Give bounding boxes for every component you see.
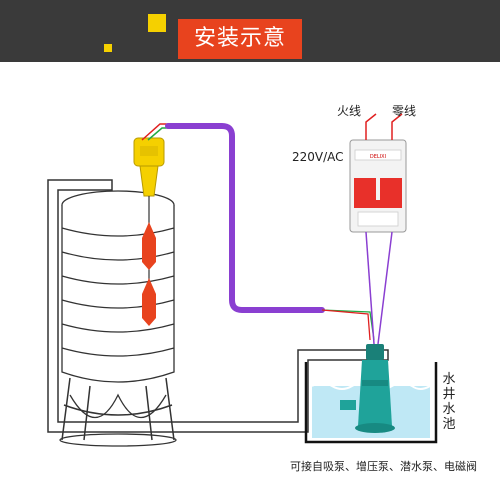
breaker-brand: DELIXI [370, 154, 386, 160]
page-title: 安装示意 [178, 19, 302, 59]
control-cable [165, 123, 325, 313]
wire-red-to-pump [321, 309, 371, 341]
circuit-breaker [349, 139, 407, 233]
submersible-pump [340, 344, 395, 433]
pool-char: 池 [442, 417, 456, 432]
float-lower [142, 278, 156, 326]
output-wire-right [377, 231, 393, 345]
pool-char: 水 [442, 402, 456, 417]
neutral-wire-label: 零线 [392, 104, 417, 118]
neutral-wire-line [391, 113, 403, 140]
wire-red [141, 123, 168, 141]
decorative-small-square [104, 44, 112, 52]
pool-char: 水 [442, 372, 456, 387]
voltage-label: 220V/AC [292, 150, 344, 164]
pipe-frame [47, 179, 389, 433]
water-tank [59, 190, 177, 447]
live-wire-label: 火线 [337, 104, 362, 118]
float-switch-controller [133, 137, 165, 197]
live-wire-line [365, 113, 377, 140]
pool-label: 水 井 水 池 [442, 372, 456, 432]
wire-green-to-pump [321, 309, 375, 341]
output-wire-left [365, 231, 375, 345]
decorative-square [148, 14, 166, 32]
footer-caption: 可接自吸泵、增压泵、潜水泵、电磁阀 [290, 460, 477, 473]
pool-char: 井 [442, 387, 456, 402]
float-upper [142, 222, 156, 270]
